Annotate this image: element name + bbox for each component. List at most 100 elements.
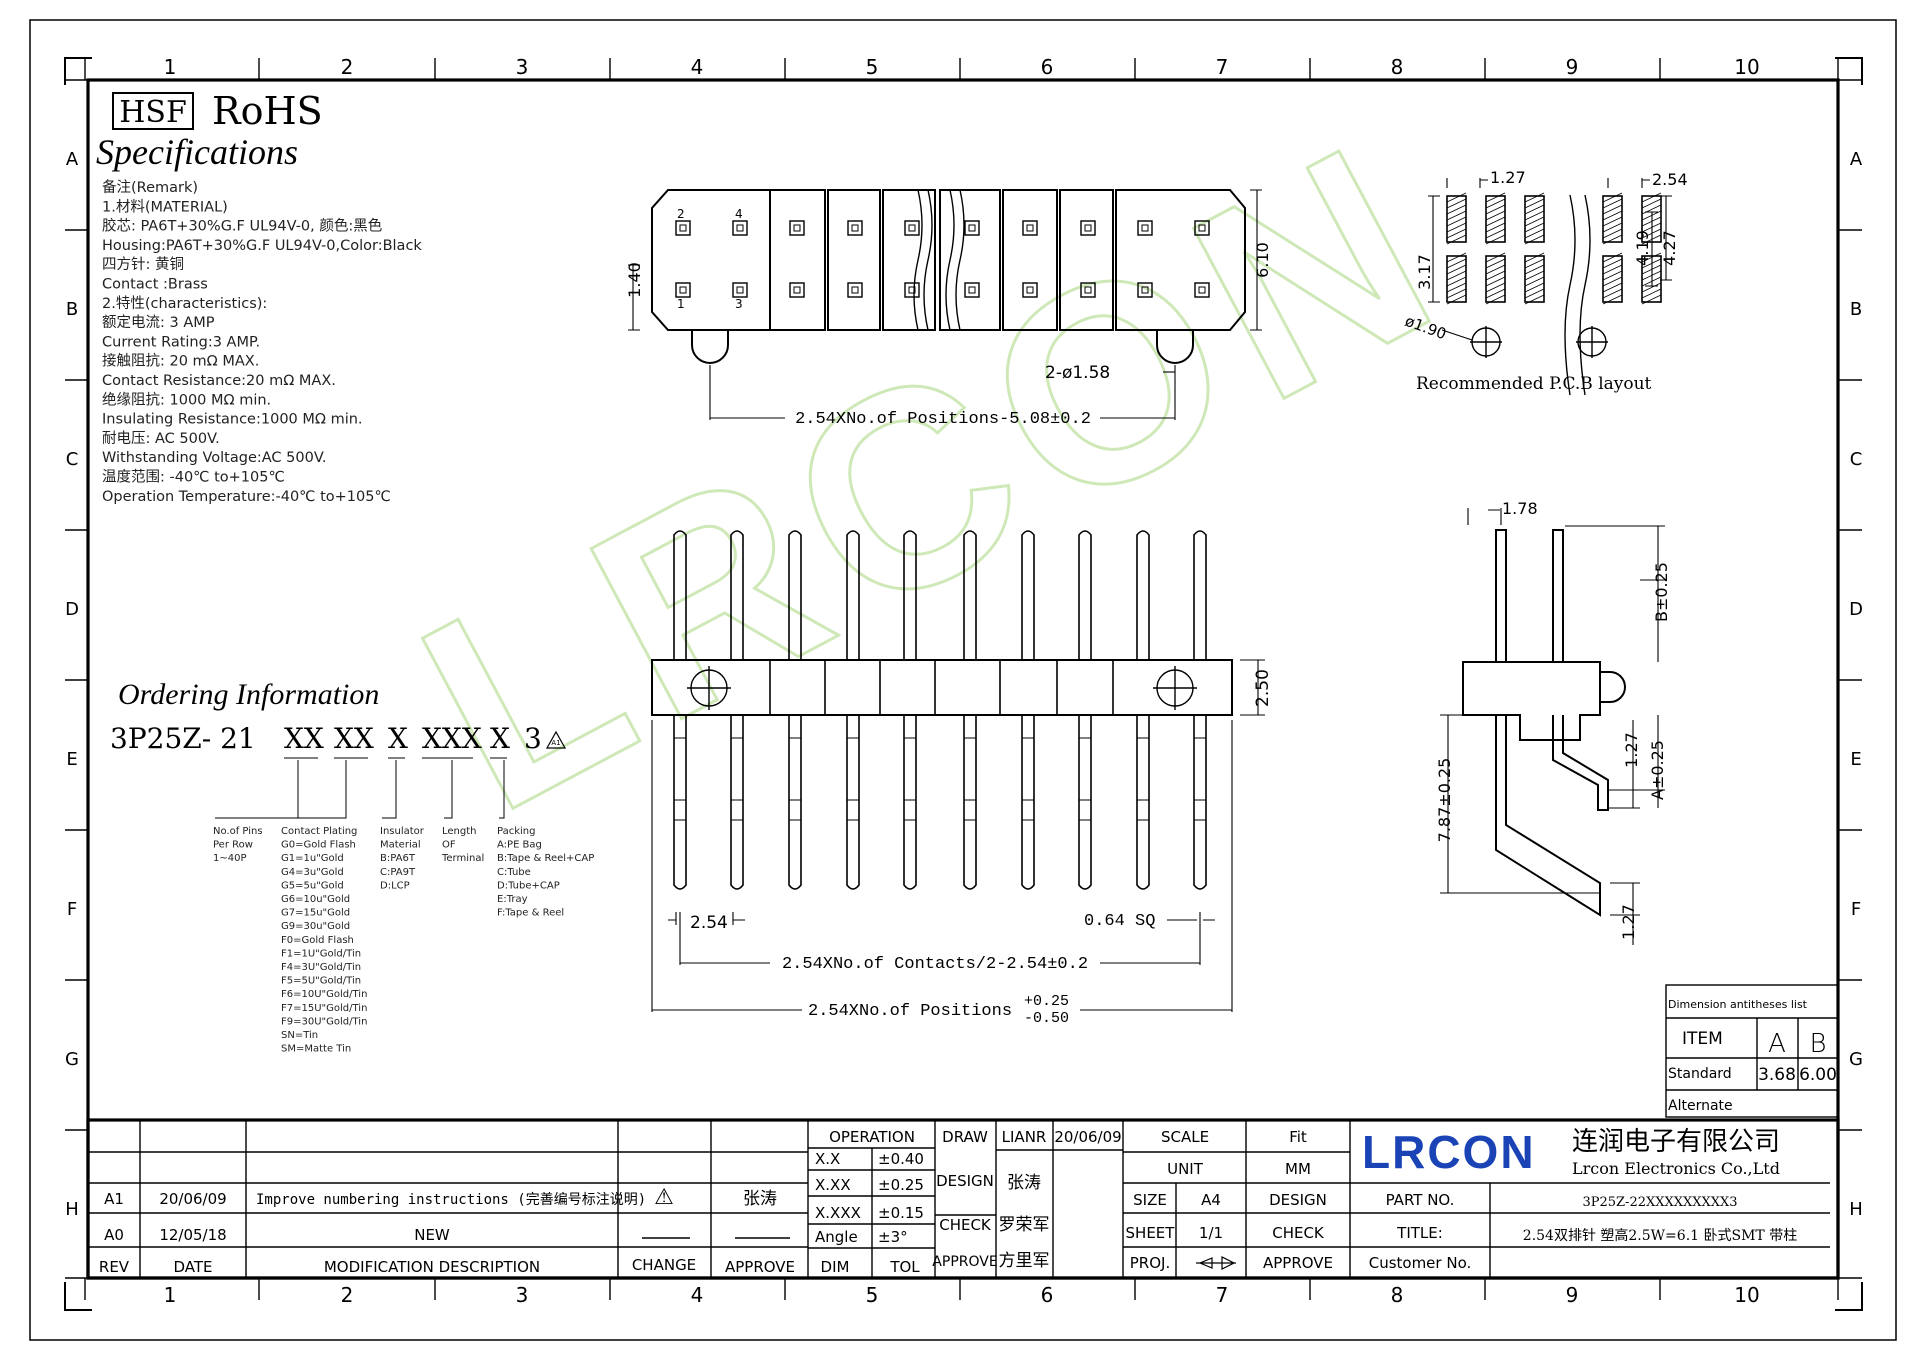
ordering-legend-line: G4=3u"Gold — [281, 867, 344, 878]
svg-text:2.54XNo.of Contacts/2-2.54±0.2: 2.54XNo.of Contacts/2-2.54±0.2 — [782, 955, 1088, 974]
title-block-field: DESIGN — [936, 1172, 994, 1190]
ordering-legend-line: G5=5u"Gold — [281, 880, 344, 891]
svg-text:Dimension antitheses list: Dimension antitheses list — [1668, 998, 1808, 1011]
title-block-field: ⚠ — [654, 1185, 674, 1210]
ordering-legend-line: G9=30u"Gold — [281, 921, 350, 932]
ordering-legend-line: F6=10U"Gold/Tin — [281, 989, 367, 1000]
svg-text:0.64 SQ: 0.64 SQ — [1084, 912, 1155, 931]
title-block-field: APPROVE — [932, 1254, 997, 1270]
zone-col-label-top: 2 — [341, 55, 354, 79]
spec-line: 绝缘阻抗: 1000 MΩ min. — [102, 391, 271, 408]
spec-line: Housing:PA6T+30%G.F UL94V-0,Color:Black — [102, 238, 422, 254]
title-block-field: NEW — [414, 1226, 450, 1244]
spec-line: 额定电流: 3 AMP — [102, 314, 215, 331]
ordering-legend-line: G6=10u"Gold — [281, 894, 350, 905]
title-block-field: SIZE — [1133, 1191, 1167, 1209]
title-block-field: PART NO. — [1386, 1191, 1455, 1209]
spec-line: 胶芯: PA6T+30%G.F UL94V-0, 颜色:黑色 — [102, 218, 382, 235]
spec-line: 耐电压: AC 500V. — [102, 430, 220, 447]
zone-col-label-top: 5 — [866, 55, 879, 79]
zone-col-label-bottom: 4 — [691, 1283, 704, 1307]
zone-col-label-top: 7 — [1216, 55, 1229, 79]
svg-text:-0.50: -0.50 — [1024, 1010, 1069, 1027]
ordering-legend-line: SM=Matte Tin — [281, 1044, 351, 1055]
specs-title: Specifications — [96, 132, 298, 172]
svg-text:6.10: 6.10 — [1253, 242, 1272, 278]
title-block-field: Angle — [815, 1228, 858, 1246]
title-block-field: ±0.40 — [878, 1150, 924, 1168]
ordering-code: 3 — [524, 722, 542, 755]
svg-text:A1: A1 — [551, 739, 560, 747]
title-block-field: APPROVE — [1263, 1254, 1333, 1272]
hsf-mark: HSF — [119, 95, 187, 130]
svg-text:A±0.25: A±0.25 — [1648, 740, 1667, 800]
svg-text:4: 4 — [735, 207, 743, 221]
zone-col-label-top: 4 — [691, 55, 704, 79]
title-block-field: 1/1 — [1199, 1224, 1223, 1242]
svg-text:2-ø1.58: 2-ø1.58 — [1045, 363, 1110, 383]
ordering-legend-line: F1=1U"Gold/Tin — [281, 948, 361, 959]
zone-col-label-bottom: 7 — [1216, 1283, 1229, 1307]
title-block-field: 20/06/09 — [159, 1190, 226, 1208]
title-block-field: A0 — [104, 1226, 124, 1244]
pcb-layout-title: Recommended P.C.B layout — [1416, 374, 1652, 394]
svg-text:1.40: 1.40 — [625, 262, 644, 298]
svg-text:2.54: 2.54 — [1652, 170, 1688, 189]
title-block-field: A4 — [1201, 1191, 1221, 1209]
zone-row-label-right: G — [1849, 1049, 1863, 1070]
spec-line: Current Rating:3 AMP. — [102, 334, 260, 350]
spec-line: 备注(Remark) — [102, 179, 198, 196]
zone-row-label-right: F — [1851, 899, 1861, 920]
title-block-field: X.XXX — [815, 1204, 861, 1222]
svg-text:2.54: 2.54 — [690, 913, 728, 933]
spec-line: 温度范围: -40℃ to+105℃ — [102, 469, 285, 486]
title-block-field: ±0.15 — [878, 1204, 924, 1222]
ordering-legend-line: G1=1u"Gold — [281, 853, 344, 864]
zone-row-label-right: C — [1850, 449, 1863, 470]
title-block-field: A1 — [104, 1190, 124, 1208]
title-block-field: Lrcon Electronics Co.,Ltd — [1572, 1159, 1780, 1178]
ordering-code: XX — [284, 722, 324, 755]
zone-col-label-top: 10 — [1734, 55, 1759, 79]
ordering-legend-line: G0=Gold Flash — [281, 840, 356, 851]
title-block-field: OPERATION — [829, 1128, 915, 1146]
rohs-mark: RoHS — [212, 89, 323, 133]
title-block-field: 12/05/18 — [159, 1226, 226, 1244]
ordering-code: XXX — [422, 722, 482, 755]
svg-text:4.19: 4.19 — [1633, 230, 1652, 266]
title-block-field: DRAW — [942, 1128, 988, 1146]
ordering-legend-line: Terminal — [441, 853, 484, 864]
title-block-field: REV — [99, 1258, 130, 1276]
spec-line: Withstanding Voltage:AC 500V. — [102, 450, 326, 466]
ordering-legend-line: C:Tube — [497, 867, 531, 878]
outer-border — [29, 19, 1897, 1341]
title-block-field: 罗荣军 — [999, 1215, 1050, 1235]
ordering-legend-line: F:Tape & Reel — [497, 908, 564, 919]
title-block-field: CHANGE — [632, 1256, 696, 1274]
ordering-legend-line: F9=30U"Gold/Tin — [281, 1016, 367, 1027]
zone-col-label-bottom: 1 — [164, 1283, 177, 1307]
svg-text:2: 2 — [677, 207, 685, 221]
title-block-field: CHECK — [1272, 1224, 1325, 1242]
ordering-legend-line: F7=15U"Gold/Tin — [281, 1003, 367, 1014]
spec-line: 1.材料(MATERIAL) — [102, 198, 228, 215]
svg-text:1.27: 1.27 — [1490, 168, 1526, 187]
ordering-legend-line: Insulator — [380, 826, 425, 837]
ordering-code: X — [388, 722, 408, 755]
svg-text:1.27: 1.27 — [1619, 904, 1638, 940]
svg-text:6.00: 6.00 — [1799, 1065, 1837, 1085]
svg-text:2.54XNo.of Positions-5.08±0.2: 2.54XNo.of Positions-5.08±0.2 — [795, 410, 1091, 429]
side-view-drawing: 1.78 B±0.25 1.27 A±0.25 7.87±0.25 1.27 — [1435, 499, 1671, 945]
corner-marks — [64, 57, 1863, 1311]
ordering-legend-line: F4=3U"Gold/Tin — [281, 962, 361, 973]
title-block-field: 2.54双排针 塑高2.5W=6.1 卧式SMT 带柱 — [1523, 1227, 1797, 1244]
svg-text:ITEM: ITEM — [1682, 1029, 1723, 1049]
title-block-field: SHEET — [1126, 1224, 1176, 1242]
svg-text:B: B — [1809, 1029, 1826, 1059]
svg-text:Standard: Standard — [1668, 1066, 1732, 1082]
ordering-legend-line: F5=5U"Gold/Tin — [281, 976, 361, 987]
ordering-legend-line: B:Tape & Reel+CAP — [497, 853, 594, 864]
